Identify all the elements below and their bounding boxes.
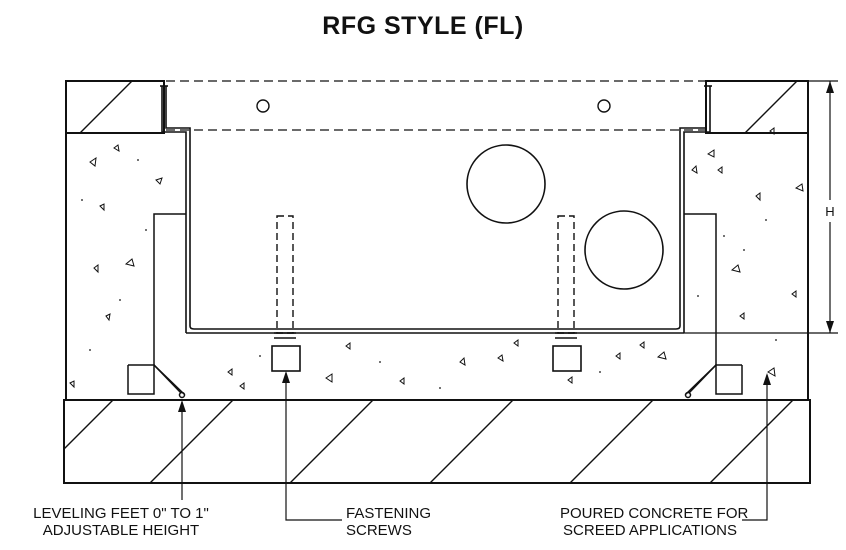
callout-poured-concrete: POURED CONCRETE FOR SCREED APPLICATIONS [560,505,749,539]
grate-dashed [166,80,706,131]
callout-poured-concrete-line2: SCREED APPLICATIONS [563,522,737,539]
callout-fastening-screws-line1: FASTENING [346,505,432,522]
callout-fastening-screws: FASTENING SCREWS [346,505,431,539]
concrete-dots [81,159,777,389]
leader-arrows [178,371,771,412]
pipe-hole-upper [466,144,546,224]
leader-lines [181,373,768,521]
grate-hole-right [597,99,611,113]
channel-body [160,85,712,334]
height-label: H [825,204,834,219]
grate-hole-left [256,99,270,113]
concrete-aggregate [69,127,804,390]
callout-leveling-feet-line1: LEVELING FEET 0" TO 1" [33,505,209,522]
callout-leveling-feet-line2: ADJUSTABLE HEIGHT [42,522,200,539]
pipe-hole-lower [584,210,664,290]
callout-poured-concrete-line1: POURED CONCRETE FOR [560,505,749,522]
fastening-screw-right [552,215,582,372]
callout-leveling-feet: LEVELING FEET 0" TO 1" ADJUSTABLE HEIGHT [6,505,236,539]
leveling-foot-left [127,213,186,399]
diagram-title: RFG STYLE (FL) [322,12,524,40]
top-block-right [705,80,809,134]
height-dimension [684,80,838,334]
callout-fastening-screws-line2: SCREWS [346,522,412,539]
leveling-foot-right [684,213,743,399]
concrete-body [65,81,809,400]
base-slab [63,399,811,484]
fastening-screw-left [271,215,301,372]
top-block-left [65,80,165,134]
